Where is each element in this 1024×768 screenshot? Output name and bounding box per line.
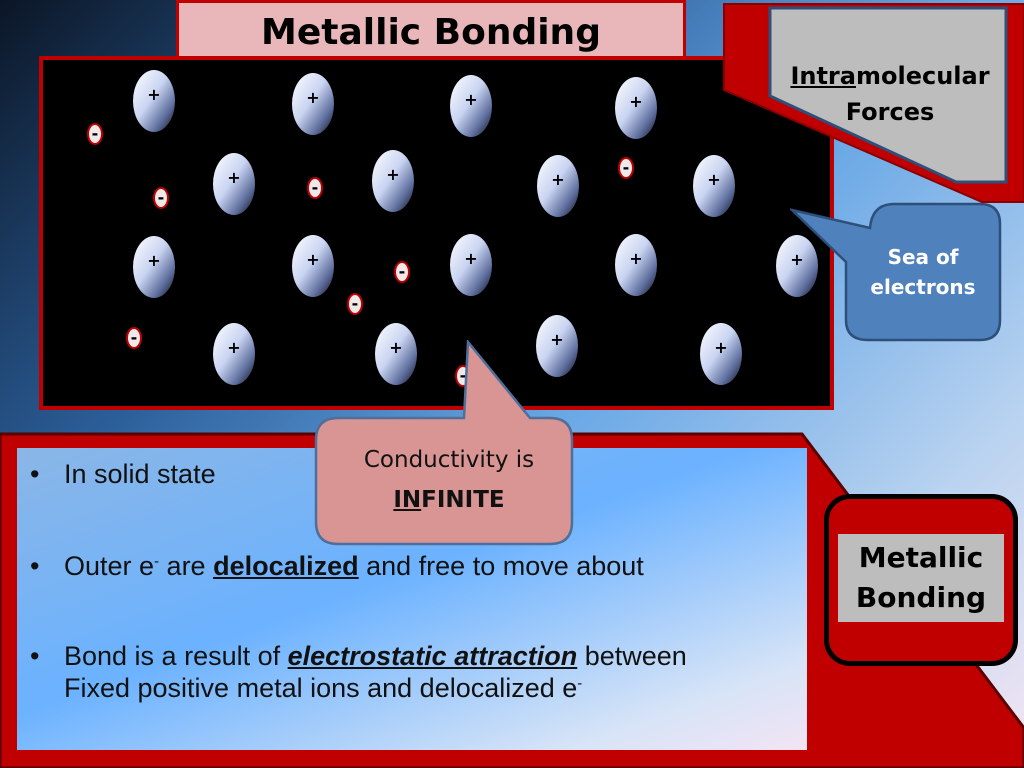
cation-charge-label: + [707, 170, 720, 189]
cation-charge-label: + [147, 251, 160, 270]
metal-cation: + [375, 323, 417, 385]
sea-line2: electrons [870, 275, 976, 299]
metal-cation: + [700, 323, 742, 385]
b3-sup: - [577, 675, 583, 692]
metal-cation: + [450, 234, 492, 296]
cation-charge-label: + [306, 88, 319, 107]
free-electron: - [394, 261, 410, 283]
metal-cation: + [133, 236, 175, 298]
electron-charge-label: - [312, 178, 319, 197]
bullet-solid-state: In solid state [30, 458, 800, 490]
tag-word-underlined: Intra [790, 62, 856, 90]
metal-cation: + [213, 323, 255, 385]
conductivity-callout-shape [314, 340, 574, 546]
cation-charge-label: + [629, 92, 642, 111]
cation-charge-label: + [227, 168, 240, 187]
free-electron: - [87, 123, 103, 145]
cation-charge-label: + [306, 250, 319, 269]
tag-word-rest: molecular [855, 62, 990, 90]
cation-charge-label: + [464, 90, 477, 109]
tag-shape [723, 3, 1024, 203]
lattice-drawing: + + + + + + + + + + + + + + + + + - - - - - - - - [87, 70, 818, 387]
bullet-list: In solid state Outer e- are delocalized … [30, 452, 800, 704]
conductivity-underlined: IN [393, 487, 422, 513]
cation-charge-label: + [386, 165, 399, 184]
cation-charge-label: + [550, 330, 563, 349]
conductivity-line1: Conductivity is [363, 447, 535, 473]
bullet-delocalized: Outer e- are delocalized and free to mov… [30, 550, 800, 582]
cation-charge-label: + [227, 338, 240, 357]
b2-post: and free to move about [358, 551, 644, 581]
metal-cation: + [213, 153, 255, 215]
metal-lattice-panel: + + + + + + + + + + + + + + + + + - - - - - - - - [39, 56, 834, 410]
metal-cation: + [537, 155, 579, 217]
free-electron: - [126, 327, 142, 349]
cation-charge-label: + [790, 250, 803, 269]
metal-cation: + [133, 70, 175, 132]
b2-sup: - [154, 553, 160, 570]
metal-cation: + [615, 234, 657, 296]
sea-line1: Sea of [887, 245, 959, 269]
free-electron: - [153, 187, 169, 209]
cation-charge-label: + [464, 249, 477, 268]
free-electron: - [347, 293, 363, 315]
metallic-bonding-label: Metallic Bonding [824, 494, 1018, 666]
electron-charge-label: - [399, 262, 406, 281]
slide-title: Metallic Bonding [176, 0, 686, 64]
cation-charge-label: + [389, 338, 402, 357]
side-label-line1: Metallic [858, 541, 984, 574]
sea-of-electrons-callout: Sea of electrons [790, 200, 1005, 345]
b2-pre: Outer e [64, 551, 155, 581]
electron-charge-label: - [92, 124, 99, 143]
conductivity-rest: FINITE [421, 487, 505, 513]
b3-line2: Fixed positive metal ions and delocalize… [64, 673, 578, 703]
metal-cation: + [776, 235, 818, 297]
metal-cation: + [292, 73, 334, 135]
b2-emphasis: delocalized [213, 551, 359, 581]
metal-cation: + [536, 315, 578, 377]
tag-line2: Forces [845, 98, 935, 126]
conductivity-callout: Conductivity is INFINITE [310, 340, 580, 550]
electron-charge-label: - [352, 294, 359, 313]
sea-callout-shape [790, 202, 1002, 342]
metal-cation: + [450, 75, 492, 137]
electron-charge-label: - [131, 328, 138, 347]
cation-charge-label: + [629, 249, 642, 268]
electron-charge-label: - [460, 366, 467, 385]
b3-post: between [577, 641, 687, 671]
intramolecular-forces-tag: Intramolecular Forces [720, 0, 1024, 205]
metal-cation: + [615, 77, 657, 139]
bullet-electrostatic: Bond is a result of electrostatic attrac… [30, 640, 800, 704]
b3-emphasis: electrostatic attraction [287, 641, 578, 671]
metal-cation: + [693, 155, 735, 217]
cation-charge-label: + [714, 338, 727, 357]
electron-charge-label: - [158, 188, 165, 207]
cation-charge-label: + [551, 170, 564, 189]
side-label-line2: Bonding [855, 581, 987, 614]
free-electron: - [307, 177, 323, 199]
b2-mid: are [159, 551, 214, 581]
b3-pre: Bond is a result of [64, 641, 288, 671]
metal-cation: + [292, 235, 334, 297]
metal-cation: + [372, 150, 414, 212]
free-electron: - [618, 157, 634, 179]
cation-charge-label: + [147, 85, 160, 104]
electron-charge-label: - [623, 158, 630, 177]
